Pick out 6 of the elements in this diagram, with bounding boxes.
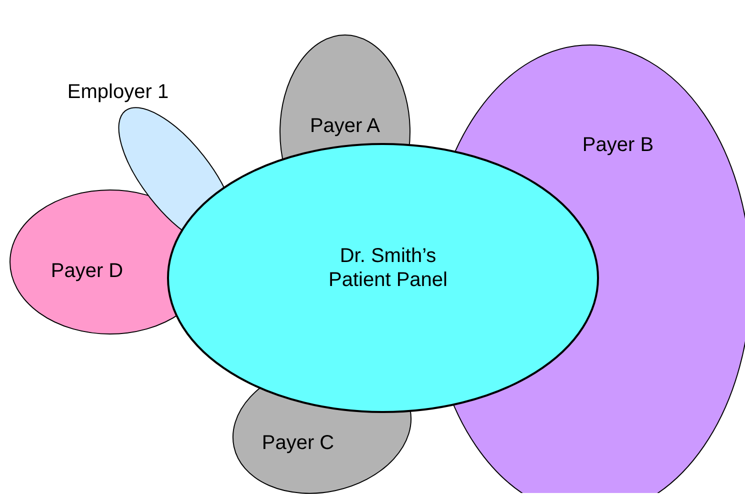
group-label: Payer A <box>308 114 382 138</box>
group-label: Dr. Smith’s Patient Panel <box>328 244 448 292</box>
group-label: Payer C <box>260 431 336 455</box>
group-label: Employer 1 <box>66 80 170 104</box>
group-label: Payer B <box>581 133 655 157</box>
group-label: Payer D <box>50 259 124 283</box>
